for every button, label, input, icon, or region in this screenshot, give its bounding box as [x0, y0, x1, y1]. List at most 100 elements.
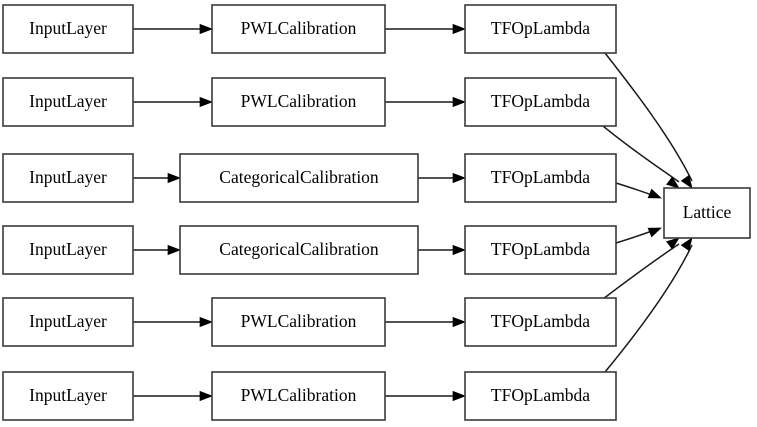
arrowhead-icon	[647, 227, 662, 238]
node-box[interactable]	[464, 225, 617, 275]
node-label: PWLCalibration	[241, 18, 357, 38]
node-lambda-5[interactable]: TFOpLambda	[464, 297, 617, 347]
arrowhead-icon	[199, 390, 213, 402]
arrowhead-icon	[666, 176, 680, 189]
edge-curve	[602, 125, 680, 183]
node-label: InputLayer	[29, 167, 107, 187]
node-lambda-1[interactable]: TFOpLambda	[464, 4, 617, 54]
edge-e-lambda4-lattice	[615, 227, 662, 244]
edge-e-input2-calib2	[133, 96, 213, 108]
node-box[interactable]	[2, 77, 134, 127]
arrowhead-icon	[167, 244, 181, 256]
edge-curve	[602, 243, 680, 300]
edge-e-input5-calib5	[133, 316, 213, 328]
node-box[interactable]	[211, 371, 386, 421]
node-label: CategoricalCalibration	[219, 239, 379, 259]
node-calib-6[interactable]: PWLCalibration	[211, 371, 386, 421]
node-lattice[interactable]: Lattice	[663, 187, 751, 239]
node-box[interactable]	[464, 4, 617, 54]
edge-e-calib4-lambda4	[418, 244, 466, 256]
node-label: TFOpLambda	[491, 167, 590, 187]
node-label: InputLayer	[29, 311, 107, 331]
edge-e-calib1-lambda1	[385, 23, 466, 35]
node-lambda-4[interactable]: TFOpLambda	[464, 225, 617, 275]
node-label: PWLCalibration	[241, 385, 357, 405]
node-box[interactable]	[2, 297, 134, 347]
edges-layer	[133, 23, 693, 402]
node-box[interactable]	[2, 153, 134, 203]
node-calib-2[interactable]: PWLCalibration	[211, 77, 386, 127]
node-label: Lattice	[683, 202, 732, 222]
edge-e-lambda1-lattice	[604, 52, 693, 189]
arrowhead-icon	[452, 316, 466, 328]
node-box[interactable]	[464, 153, 617, 203]
edge-e-calib6-lambda6	[385, 390, 466, 402]
arrowhead-icon	[647, 188, 662, 199]
node-box[interactable]	[464, 77, 617, 127]
arrowhead-icon	[199, 96, 213, 108]
arrowhead-icon	[452, 390, 466, 402]
edge-e-input1-calib1	[133, 23, 213, 35]
node-box[interactable]	[464, 371, 617, 421]
arrowhead-icon	[452, 172, 466, 184]
node-box[interactable]	[2, 4, 134, 54]
node-lambda-6[interactable]: TFOpLambda	[464, 371, 617, 421]
node-box[interactable]	[211, 4, 386, 54]
arrowhead-icon	[199, 316, 213, 328]
node-input-4[interactable]: InputLayer	[2, 225, 134, 275]
arrowhead-icon	[680, 174, 693, 189]
node-box[interactable]	[2, 371, 134, 421]
node-label: TFOpLambda	[491, 18, 590, 38]
arrowhead-icon	[167, 172, 181, 184]
node-box[interactable]	[211, 297, 386, 347]
node-input-3[interactable]: InputLayer	[2, 153, 134, 203]
node-label: InputLayer	[29, 18, 107, 38]
edge-e-calib3-lambda3	[418, 172, 466, 184]
node-calib-4[interactable]: CategoricalCalibration	[179, 225, 419, 275]
node-label: TFOpLambda	[491, 385, 590, 405]
edge-e-calib5-lambda5	[385, 316, 466, 328]
node-label: CategoricalCalibration	[219, 167, 379, 187]
edge-e-input6-calib6	[133, 390, 213, 402]
node-label: InputLayer	[29, 385, 107, 405]
node-input-5[interactable]: InputLayer	[2, 297, 134, 347]
node-label: TFOpLambda	[491, 239, 590, 259]
node-label: InputLayer	[29, 91, 107, 111]
node-input-1[interactable]: InputLayer	[2, 4, 134, 54]
edge-e-lambda2-lattice	[602, 125, 680, 189]
node-lambda-2[interactable]: TFOpLambda	[464, 77, 617, 127]
node-input-2[interactable]: InputLayer	[2, 77, 134, 127]
edge-e-lambda6-lattice	[604, 237, 693, 373]
arrowhead-icon	[666, 237, 680, 250]
edge-curve	[604, 244, 693, 373]
node-box[interactable]	[2, 225, 134, 275]
edge-curve	[604, 52, 693, 182]
edge-e-calib2-lambda2	[385, 96, 466, 108]
arrowhead-icon	[452, 96, 466, 108]
arrowhead-icon	[680, 237, 693, 252]
node-box[interactable]	[663, 187, 751, 239]
node-label: InputLayer	[29, 239, 107, 259]
node-calib-1[interactable]: PWLCalibration	[211, 4, 386, 54]
arrowhead-icon	[452, 23, 466, 35]
node-label: PWLCalibration	[241, 311, 357, 331]
arrowhead-icon	[452, 244, 466, 256]
edge-e-lambda3-lattice	[615, 182, 662, 199]
node-box[interactable]	[179, 153, 419, 203]
node-label: TFOpLambda	[491, 311, 590, 331]
edge-e-input3-calib3	[133, 172, 181, 184]
node-label: TFOpLambda	[491, 91, 590, 111]
node-calib-5[interactable]: PWLCalibration	[211, 297, 386, 347]
node-input-6[interactable]: InputLayer	[2, 371, 134, 421]
node-calib-3[interactable]: CategoricalCalibration	[179, 153, 419, 203]
edge-e-lambda5-lattice	[602, 237, 680, 300]
node-label: PWLCalibration	[241, 91, 357, 111]
arrowhead-icon	[199, 23, 213, 35]
node-lambda-3[interactable]: TFOpLambda	[464, 153, 617, 203]
node-box[interactable]	[464, 297, 617, 347]
node-box[interactable]	[211, 77, 386, 127]
edge-e-input4-calib4	[133, 244, 181, 256]
node-box[interactable]	[179, 225, 419, 275]
